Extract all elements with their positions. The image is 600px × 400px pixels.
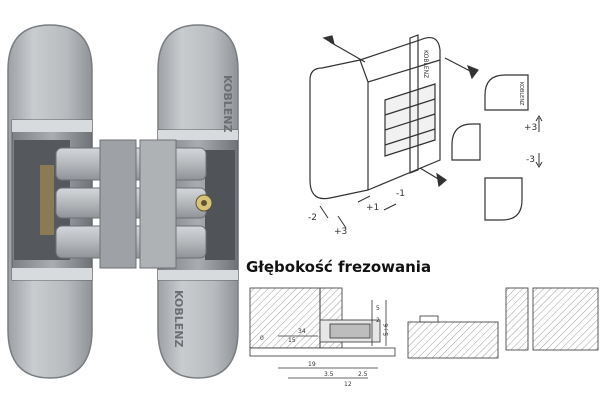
hinge-arms — [55, 139, 213, 269]
svg-text:KOBLENZ: KOBLENZ — [518, 82, 524, 106]
dim-label-5: 12 — [344, 381, 352, 388]
dim-label-7: 5 — [376, 305, 380, 312]
adjust-depth-minus: -2 — [308, 213, 317, 223]
screw-icon-bottom — [419, 167, 447, 188]
adjust-lateral-plus: +1 — [366, 203, 379, 213]
milling-depth-drawing: 34 19 15 3.5 12 2.5 5 2 0 5÷6 — [249, 287, 599, 388]
brand-engraving-top: KOBLENZ — [221, 75, 234, 132]
adjust-depth-plus: +3 — [334, 227, 347, 237]
dim-label-2: 19 — [308, 361, 316, 368]
hinge-photo: KOBLENZ KOBLENZ — [7, 24, 239, 379]
brand-label-diagram: KOBLENZ — [422, 50, 429, 78]
screw-icon-top-left — [322, 35, 366, 63]
dim-label-10: 5÷6 — [383, 323, 390, 336]
section-title: Głębokość frezowania — [246, 258, 432, 276]
dim-label-6: 2.5 — [358, 371, 368, 378]
brand-engraving-bottom: KOBLENZ — [172, 290, 185, 347]
cover-cap-middle — [451, 123, 481, 161]
dim-label-1: 34 — [298, 328, 306, 335]
cover-cap-top: KOBLENZ — [484, 74, 529, 111]
dim-label-9: 0 — [260, 335, 264, 342]
adjust-vertical-up: +3 — [524, 123, 537, 133]
exploded-diagram: KOBLENZ KOBLENZ +3 -3 +1 -1 -2 +3 — [308, 34, 543, 237]
dim-label-4: 3.5 — [324, 371, 334, 378]
dim-label-8: 2 — [376, 317, 380, 324]
adjust-lateral-minus: -1 — [396, 189, 405, 199]
dim-label-3: 15 — [288, 337, 296, 344]
screw-icon-top-right — [444, 57, 479, 80]
adjust-vertical-down: -3 — [526, 155, 535, 165]
cover-cap-bottom — [484, 177, 523, 221]
